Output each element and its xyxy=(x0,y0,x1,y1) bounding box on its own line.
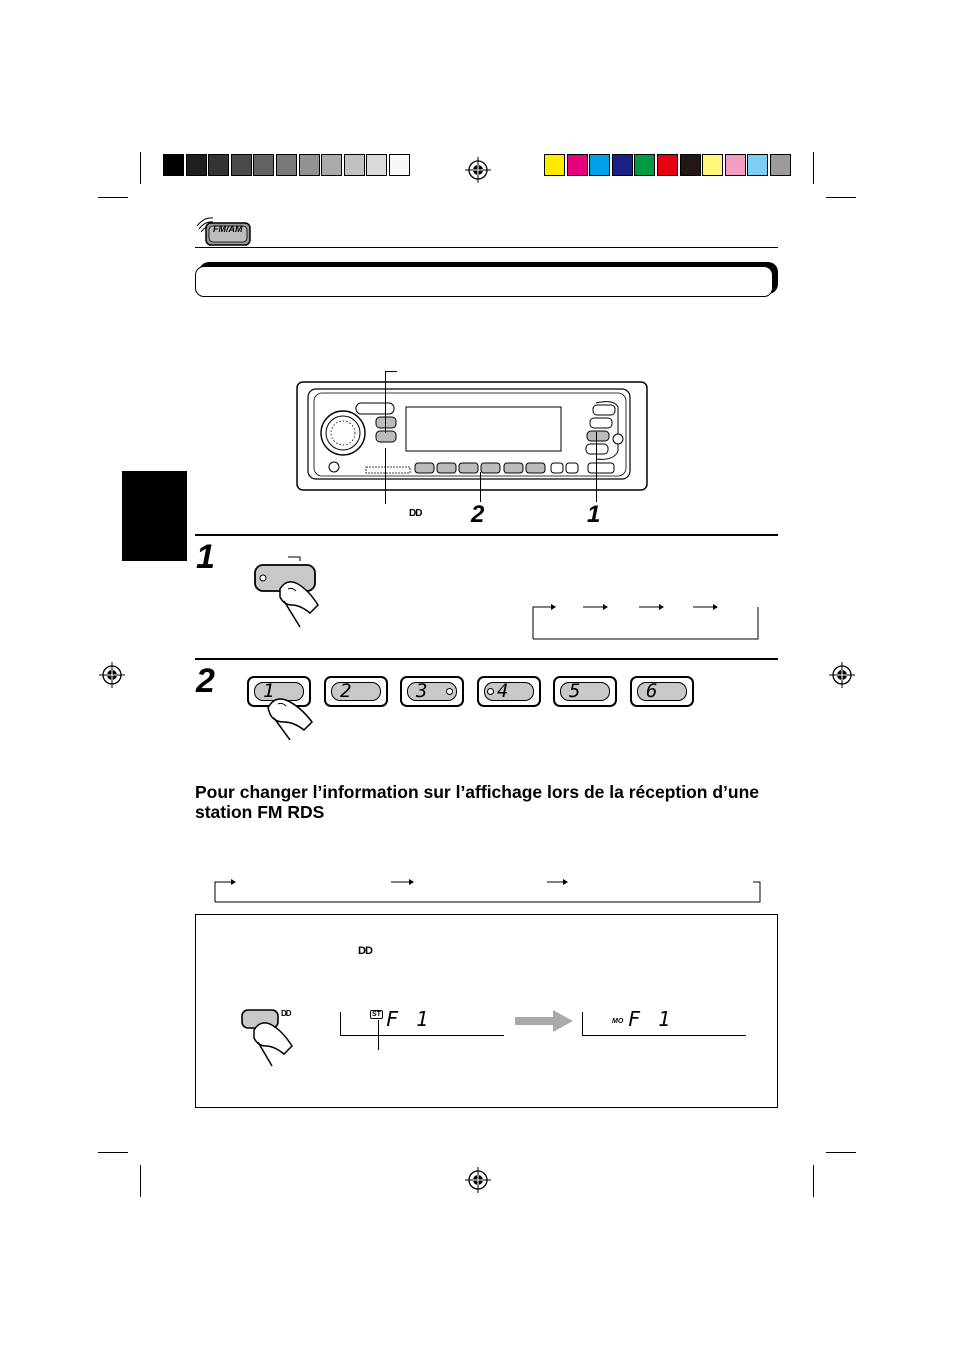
preset-button-5[interactable]: 5 xyxy=(553,676,617,707)
fm-am-band-icon: FM/AM xyxy=(194,214,254,248)
crop-mark xyxy=(826,1152,856,1153)
section-heading: Pour changer l’information sur l’afficha… xyxy=(195,782,759,822)
crop-mark xyxy=(826,197,856,198)
color-swatch xyxy=(544,154,565,176)
finger-on-preset-illustration xyxy=(262,690,322,741)
preset-label: 5 xyxy=(569,680,581,702)
language-tab xyxy=(122,471,187,561)
crop-mark xyxy=(813,152,814,184)
band-cycle-diagram xyxy=(531,597,761,641)
color-swatch xyxy=(389,154,410,176)
callout-number-preset: 2 xyxy=(471,501,485,528)
preset-button-3[interactable]: 3 xyxy=(400,676,464,707)
color-swatch xyxy=(208,154,230,176)
callout-line xyxy=(385,371,386,433)
preset-label: 1 xyxy=(263,680,275,702)
preset-button-1[interactable]: 1 xyxy=(247,676,311,707)
crop-mark xyxy=(140,152,141,184)
color-swatch xyxy=(230,154,252,176)
lcd-display-stereo: ST F 1 xyxy=(340,1006,504,1036)
step2-rule xyxy=(195,658,778,660)
color-swatch xyxy=(634,154,656,176)
display-cycle-diagram xyxy=(213,872,763,906)
callout-line xyxy=(385,371,397,372)
color-swatch xyxy=(163,154,184,176)
crop-mark xyxy=(813,1165,814,1197)
step1-rule xyxy=(195,534,778,536)
color-swatch xyxy=(343,154,365,176)
dolby-symbol-small: DD xyxy=(281,1009,292,1018)
callout-line xyxy=(385,448,386,504)
cycle-arrows-icon xyxy=(214,879,761,903)
color-swatch xyxy=(657,154,678,176)
color-swatch xyxy=(724,154,746,176)
dot-icon xyxy=(446,688,453,695)
crop-mark xyxy=(140,1165,141,1197)
color-swatch xyxy=(747,154,769,176)
band-button-illustration xyxy=(248,553,328,631)
stereo-indicator: ST xyxy=(370,1010,383,1019)
color-swatch xyxy=(276,154,297,176)
color-swatch xyxy=(702,154,724,176)
color-swatch xyxy=(611,154,633,176)
color-swatch xyxy=(566,154,588,176)
registration-mark-icon xyxy=(465,1167,491,1193)
callout-line xyxy=(480,472,481,502)
finger-press-icon xyxy=(241,1009,293,1067)
header-rule xyxy=(195,247,778,248)
preset-label: 2 xyxy=(340,680,352,702)
note-box xyxy=(195,914,778,1108)
title-bar xyxy=(195,262,778,298)
preset-button-4[interactable]: 4 xyxy=(477,676,541,707)
step2-number: 2 xyxy=(196,662,215,700)
callout-line xyxy=(596,432,597,502)
lcd-display-mono: MO F 1 xyxy=(582,1006,746,1036)
color-swatch xyxy=(185,154,207,176)
registration-mark-icon xyxy=(465,157,491,183)
color-swatch xyxy=(770,154,791,176)
crop-mark xyxy=(98,197,128,198)
mono-button-illustration: DD xyxy=(240,1006,304,1070)
radio-waves-icon xyxy=(196,217,251,246)
cycle-arrows-icon xyxy=(532,604,759,640)
car-stereo-front-panel-icon xyxy=(296,381,648,491)
color-swatch xyxy=(321,154,343,176)
color-swatch xyxy=(589,154,611,176)
color-swatch xyxy=(298,154,320,176)
preset-button-2[interactable]: 2 xyxy=(324,676,388,707)
preset-label: 6 xyxy=(646,680,658,702)
callout-number-band: 1 xyxy=(587,501,601,528)
registration-mark-icon xyxy=(829,662,855,688)
color-swatch xyxy=(253,154,275,176)
step1-number: 1 xyxy=(196,538,215,576)
transition-arrow-icon xyxy=(515,1010,573,1032)
dolby-symbol: DD xyxy=(409,508,422,519)
registration-mark-icon xyxy=(99,662,125,688)
crop-mark xyxy=(98,1152,128,1153)
display-text: F 1 xyxy=(628,1007,674,1031)
band-icon-label: FM/AM xyxy=(213,224,243,234)
callout-line xyxy=(378,1020,379,1050)
finger-press-icon xyxy=(254,556,319,628)
color-swatch xyxy=(679,154,701,176)
dolby-symbol: DD xyxy=(358,945,373,957)
mono-indicator: MO xyxy=(612,1018,624,1025)
preset-label: 4 xyxy=(497,680,509,702)
color-swatch xyxy=(366,154,388,176)
preset-label: 3 xyxy=(416,680,428,702)
finger-press-icon xyxy=(267,698,313,741)
car-stereo-diagram xyxy=(296,381,648,491)
preset-button-6[interactable]: 6 xyxy=(630,676,694,707)
display-text: F 1 xyxy=(386,1007,432,1031)
dot-icon xyxy=(487,688,494,695)
